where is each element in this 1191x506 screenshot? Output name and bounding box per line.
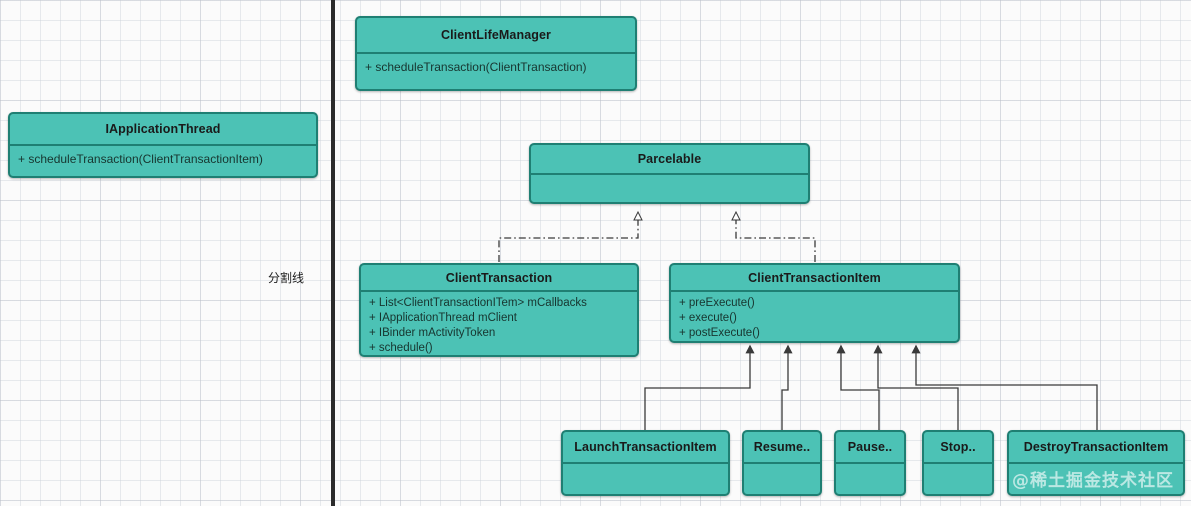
class-title-pause-transaction-item: Pause.. xyxy=(836,432,904,464)
member-row: + List<ClientTransactionITem> mCallbacks xyxy=(369,297,587,309)
class-box-stop-transaction-item[interactable]: Stop.. xyxy=(922,430,994,496)
class-title-client-transaction-item: ClientTransactionItem xyxy=(671,265,958,292)
class-members-launch-transaction-item xyxy=(563,464,728,494)
class-title-parcelable: Parcelable xyxy=(531,145,808,175)
generalization-destroy-to-item xyxy=(916,346,1098,432)
member-row: + postExecute() xyxy=(679,327,760,339)
class-members-iapplication-thread: + scheduleTransaction(ClientTransactionI… xyxy=(10,146,316,176)
class-members-client-life-manager: + scheduleTransaction(ClientTransaction) xyxy=(357,54,635,89)
member-row: + execute() xyxy=(679,312,737,324)
member-row: + preExecute() xyxy=(679,297,755,309)
class-box-resume-transaction-item[interactable]: Resume.. xyxy=(742,430,822,496)
class-box-pause-transaction-item[interactable]: Pause.. xyxy=(834,430,906,496)
class-box-client-transaction[interactable]: ClientTransaction + List<ClientTransacti… xyxy=(359,263,639,357)
class-box-iapplication-thread[interactable]: IApplicationThread + scheduleTransaction… xyxy=(8,112,318,178)
class-title-client-transaction: ClientTransaction xyxy=(361,265,637,292)
class-members-pause-transaction-item xyxy=(836,464,904,494)
class-members-resume-transaction-item xyxy=(744,464,820,494)
class-title-stop-transaction-item: Stop.. xyxy=(924,432,992,464)
member-row: + IApplicationThread mClient xyxy=(369,312,517,324)
class-members-destroy-transaction-item xyxy=(1009,464,1183,494)
member-row: + scheduleTransaction(ClientTransaction) xyxy=(365,60,587,74)
class-members-stop-transaction-item xyxy=(924,464,992,494)
class-title-launch-transaction-item: LaunchTransactionItem xyxy=(563,432,728,464)
generalization-launch-to-item xyxy=(644,346,750,432)
class-members-parcelable xyxy=(531,175,808,202)
generalization-stop-to-item xyxy=(878,346,959,432)
class-title-destroy-transaction-item: DestroyTransactionItem xyxy=(1009,432,1183,464)
section-divider-line xyxy=(331,0,335,506)
class-title-iapplication-thread: IApplicationThread xyxy=(10,114,316,146)
class-members-client-transaction: + List<ClientTransactionITem> mCallbacks… xyxy=(361,292,637,355)
class-box-client-transaction-item[interactable]: ClientTransactionItem + preExecute() + e… xyxy=(669,263,960,343)
generalization-pause-to-item xyxy=(841,346,880,432)
class-box-client-life-manager[interactable]: ClientLifeManager + scheduleTransaction(… xyxy=(355,16,637,91)
member-row: + schedule() xyxy=(369,342,433,354)
class-title-resume-transaction-item: Resume.. xyxy=(744,432,820,464)
realization-client-transaction-item-parcelable xyxy=(731,210,816,262)
class-box-launch-transaction-item[interactable]: LaunchTransactionItem xyxy=(561,430,730,496)
generalization-resume-to-item xyxy=(781,346,788,432)
class-box-destroy-transaction-item[interactable]: DestroyTransactionItem xyxy=(1007,430,1185,496)
class-box-parcelable[interactable]: Parcelable xyxy=(529,143,810,204)
member-row: + IBinder mActivityToken xyxy=(369,327,496,339)
realization-client-transaction-parcelable xyxy=(498,210,643,262)
section-divider-label: 分割线 xyxy=(267,271,304,285)
class-members-client-transaction-item: + preExecute() + execute() + postExecute… xyxy=(671,292,958,341)
class-title-client-life-manager: ClientLifeManager xyxy=(357,18,635,54)
member-row: + scheduleTransaction(ClientTransactionI… xyxy=(18,152,263,166)
